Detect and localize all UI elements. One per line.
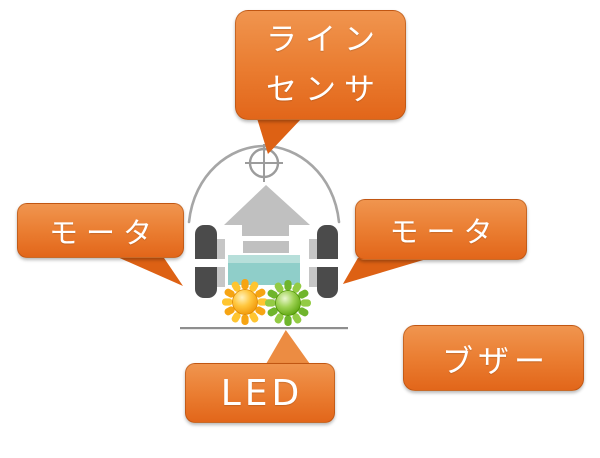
line-sensor-crosshair-icon (245, 144, 283, 182)
led-green-icon (265, 280, 311, 326)
callout-led-label: LED (220, 372, 304, 414)
direction-arrow-icon (224, 185, 310, 236)
callout-buzzer: ブザー (403, 325, 584, 391)
left-wheel (194, 225, 225, 298)
robot-drawing (180, 144, 348, 330)
robot-image (180, 132, 348, 333)
callout-line-sensor-label-line2: センサ (266, 72, 383, 108)
callout-buzzer-label: ブザー (442, 343, 550, 380)
callout-led: LED (185, 363, 335, 423)
callout-led-tail (266, 330, 310, 364)
callout-motor-right: モータ (355, 199, 527, 260)
callout-line-sensor: ライン センサ (235, 10, 406, 120)
callout-motor-left: モータ (17, 203, 184, 258)
arrow-bar (243, 241, 289, 253)
callout-motor-right-label: モータ (389, 214, 501, 249)
right-wheel (308, 225, 339, 298)
callout-motor-left-tail (115, 256, 183, 286)
callout-motor-right-tail (342, 258, 430, 284)
callout-motor-left-label: モータ (48, 215, 160, 250)
ground-line (180, 327, 348, 330)
callout-line-sensor-label-line1: ライン (266, 22, 383, 58)
led-orange-icon (222, 279, 268, 325)
